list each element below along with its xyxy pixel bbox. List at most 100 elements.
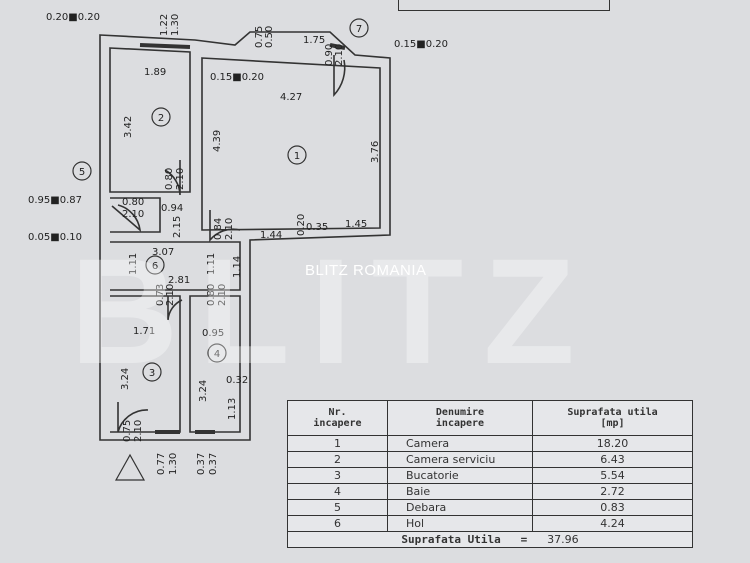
- dim: 1.30: [168, 453, 179, 475]
- dim: 3.07: [152, 247, 174, 258]
- door-arc-2: [164, 160, 181, 196]
- table-header: Nr. incapere Denumire incapere Suprafata…: [287, 400, 693, 436]
- room-name: Hol: [387, 515, 533, 532]
- room-6-walls: [110, 241, 241, 291]
- dim: 1.14: [232, 256, 243, 278]
- room-3-walls: [110, 295, 181, 433]
- dim: 1.71: [133, 326, 155, 337]
- dim: 1.44: [260, 230, 282, 241]
- dim: 0.95: [202, 328, 224, 339]
- dim: 2.10: [133, 420, 144, 442]
- dim: 2.81: [168, 275, 190, 286]
- dim: 0.15■0.20: [394, 39, 448, 50]
- room-number-1: 1: [294, 151, 300, 162]
- door-arc-5: [111, 204, 142, 232]
- dim: 3.24: [198, 380, 209, 402]
- room-5-walls: [110, 197, 161, 233]
- dim: 0.37: [196, 453, 207, 475]
- room-number-5: 5: [79, 167, 85, 178]
- room-nr: 4: [287, 483, 388, 500]
- dim: 0.20: [296, 214, 307, 236]
- room-area: 0.83: [532, 499, 693, 516]
- windows: [139, 43, 346, 434]
- room-nr: 6: [287, 515, 388, 532]
- room-numbers: 2 1 3 4 5 6 7: [79, 24, 362, 379]
- room-name: Debara: [387, 499, 533, 516]
- dim: 0.37: [208, 453, 219, 475]
- dim: 0.80: [164, 168, 175, 190]
- room-nr: 2: [287, 451, 388, 468]
- dim: 0.35: [306, 222, 328, 233]
- room-name: Camera: [387, 435, 533, 452]
- dim: 1.22: [159, 14, 170, 36]
- north-arrow-icon: [114, 453, 146, 481]
- room-area: 5.54: [532, 467, 693, 484]
- dim: 0.75: [254, 26, 265, 48]
- room-number-6: 6: [152, 261, 158, 272]
- dim: 1.89: [144, 67, 166, 78]
- dim: 2.10: [224, 218, 235, 240]
- dim: 1.75: [303, 35, 325, 46]
- room-4-walls: [189, 295, 241, 433]
- area-table: Nr. incapere Denumire incapere Suprafata…: [287, 400, 693, 548]
- dim: 0.75: [122, 420, 133, 442]
- dim: 1.30: [170, 14, 181, 36]
- room-number-3: 3: [149, 368, 155, 379]
- room-name: Camera serviciu: [387, 451, 533, 468]
- room-name: Bucatorie: [387, 467, 533, 484]
- total-row: Suprafata Utila = 37.96: [287, 531, 693, 548]
- dim: 2.10: [122, 209, 144, 220]
- door-arc-1: [209, 210, 241, 243]
- door-arc-7: [333, 55, 346, 98]
- dim: 1.11: [206, 253, 217, 275]
- dim: 3.42: [123, 116, 134, 138]
- dim: 2.10: [334, 44, 345, 66]
- outer-wall: [99, 31, 391, 441]
- room-name: Baie: [387, 483, 533, 500]
- header-name: Denumire incapere: [387, 400, 533, 436]
- dim: 2.10: [175, 168, 186, 190]
- room-nr: 1: [287, 435, 388, 452]
- room-number-4: 4: [214, 349, 220, 360]
- total-value: 37.96: [547, 533, 579, 546]
- total-label: Suprafata Utila: [401, 533, 501, 546]
- dim: 1.45: [345, 219, 367, 230]
- dim: 0.15■0.20: [210, 72, 264, 83]
- dim: 0.05■0.10: [28, 232, 82, 243]
- dimension-labels: 0.20■0.20 1.22 1.30 0.75 0.50 1.75 0.15■…: [28, 12, 448, 475]
- dim: 2.10: [217, 284, 228, 306]
- room-number-7: 7: [356, 24, 362, 35]
- dim: 0.32: [226, 375, 248, 386]
- dim: 2.10: [165, 284, 176, 306]
- room-2-walls: [109, 47, 191, 193]
- room-nr: 3: [287, 467, 388, 484]
- title-block-edge: [398, 0, 610, 11]
- dim: 0.50: [264, 26, 275, 48]
- dim: 3.24: [120, 368, 131, 390]
- dim: 0.90: [324, 44, 335, 66]
- walls: [99, 31, 391, 441]
- room-number-2: 2: [158, 113, 164, 124]
- room-area: 6.43: [532, 451, 693, 468]
- room-area: 2.72: [532, 483, 693, 500]
- room-area: 4.24: [532, 515, 693, 532]
- dim: 0.94: [161, 203, 183, 214]
- dim: 4.39: [212, 130, 223, 152]
- room-markers: [72, 18, 369, 481]
- dim: 3.76: [370, 141, 381, 163]
- header-area: Suprafata utila [mp]: [532, 400, 693, 436]
- room-1-walls: [201, 57, 381, 231]
- room-nr: 5: [287, 499, 388, 516]
- door-arc-3: [167, 296, 183, 321]
- dim: 0.84: [213, 218, 224, 240]
- dim: 0.80: [122, 197, 144, 208]
- watermark-text: BLITZ ROMANIA: [305, 262, 427, 279]
- header-nr: Nr. incapere: [287, 400, 388, 436]
- watermark-logo: BLITZ: [70, 227, 595, 395]
